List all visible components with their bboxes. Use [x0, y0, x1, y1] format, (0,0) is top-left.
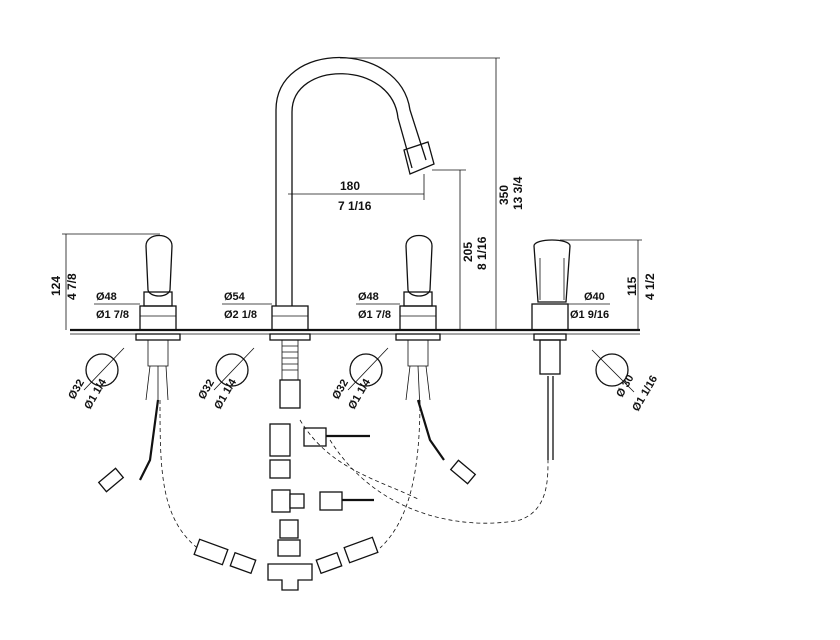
spout-outlet-mm: 205	[461, 242, 475, 262]
hole-circle-right	[347, 347, 389, 391]
side-spray	[531, 239, 571, 460]
spray-base-mm: Ø40	[584, 291, 605, 303]
gooseneck-spout	[269, 57, 435, 409]
hole-spray-mm: Ø 30	[614, 373, 636, 400]
spray-base-in: Ø1 9/16	[570, 309, 609, 321]
hole-spout-mm: Ø32	[196, 377, 217, 401]
left-supply-hose	[97, 399, 257, 575]
spout-reach-in: 7 1/16	[338, 199, 372, 213]
right-supply-hose	[315, 399, 477, 575]
spout-reach-mm: 180	[340, 179, 360, 193]
spout-outlet-in: 8 1/16	[475, 236, 489, 270]
hole-circle-spout	[213, 347, 255, 391]
handle-height-in: 4 7/8	[65, 273, 79, 300]
handle-height-mm: 124	[49, 276, 63, 296]
spout-base-mm: Ø54	[224, 291, 246, 303]
spout-height-mm: 350	[497, 185, 511, 205]
left-base-mm: Ø48	[96, 291, 117, 303]
hole-left-in: Ø1 1/4	[82, 376, 109, 411]
hole-left-mm: Ø32	[66, 377, 87, 401]
spout-height-in: 13 3/4	[511, 176, 525, 210]
tee-fitting-assembly	[267, 419, 549, 591]
spray-height-in: 4 1/2	[643, 273, 657, 300]
hole-circle-spray	[591, 349, 635, 393]
right-base-in: Ø1 7/8	[358, 309, 391, 321]
left-base-in: Ø1 7/8	[96, 309, 129, 321]
hole-spout-in: Ø1 1/4	[212, 376, 239, 411]
right-base-mm: Ø48	[358, 291, 379, 303]
hole-right-in: Ø1 1/4	[346, 376, 373, 411]
spout-base-in: Ø2 1/8	[224, 309, 257, 321]
hole-circle-left	[83, 347, 125, 391]
left-handle-valve	[135, 234, 181, 405]
right-handle-valve	[395, 234, 441, 411]
hole-right-mm: Ø32	[330, 377, 351, 401]
dimension-lines	[62, 57, 642, 330]
spray-height-mm: 115	[625, 276, 639, 296]
